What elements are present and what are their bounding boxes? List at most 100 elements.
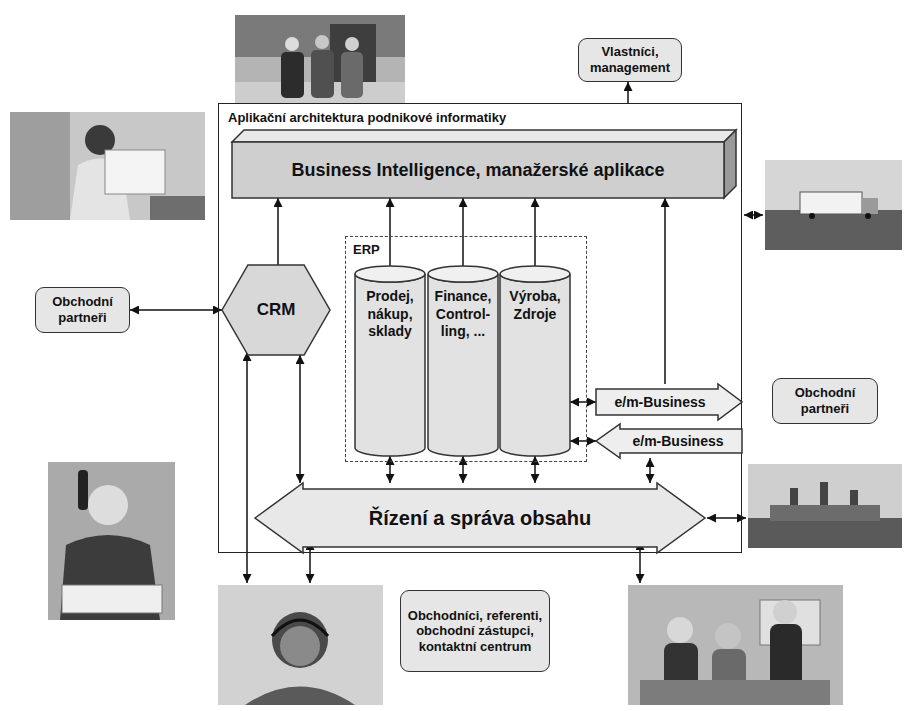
photo-meeting-part (311, 50, 334, 98)
content-band-label: Řízení a správa obsahu (369, 507, 591, 530)
partner-box: Obchodní partneři (35, 287, 130, 333)
crm-hexagon-label: CRM (257, 300, 296, 320)
connector-arrow (627, 82, 629, 103)
partner-box-label: Obchodní partneři (42, 294, 123, 325)
inbound-arrow: e/m-Business (596, 424, 742, 458)
photo-truck-part (765, 210, 902, 250)
module-cylinder: Finance, Control- ling, ... (428, 266, 498, 456)
arrR-face (596, 384, 742, 420)
partner-box-label: Obchodní partneři (779, 385, 871, 416)
cyl-face (500, 266, 570, 282)
photo-office-group (628, 585, 843, 705)
connector-arrow (570, 401, 596, 403)
photo-factory-part (770, 505, 880, 521)
photo-man-phoning-part (48, 462, 175, 620)
band-face (255, 483, 705, 553)
photo-office-group-part (640, 680, 830, 705)
photo-truck-part (862, 198, 878, 214)
layout-arrows-part (707, 517, 746, 519)
layout-arrows (247, 215, 763, 583)
architecture-frame: Aplikační architektura podnikové informa… (218, 103, 742, 553)
cyl-face (355, 274, 425, 456)
module-cylinder-label: Finance, Control- ling, ... (432, 288, 494, 341)
connector-arrow (534, 456, 536, 483)
photo-meeting-part (341, 52, 363, 98)
hex-face (222, 265, 330, 355)
connector-arrow (462, 198, 464, 266)
photo-office-group-part (667, 617, 693, 643)
cyl-face (428, 266, 498, 282)
module-cylinder: Výroba, Zdroje (500, 266, 570, 456)
partner-box: Obchodní partneři (772, 378, 878, 424)
photo-truck-part (765, 160, 902, 250)
connector-arrow (277, 198, 279, 265)
connector-arrow (462, 456, 464, 483)
photo-man-reading-part (10, 112, 205, 220)
photo-factory (748, 464, 902, 548)
connector-arrow (570, 440, 596, 442)
arrL-face (596, 424, 742, 458)
photo-meeting-part (315, 35, 329, 49)
module-cylinder: Prodej, nákup, sklady (355, 266, 425, 456)
bi-face (232, 130, 736, 142)
connector-arrow (534, 198, 536, 266)
connector-arrow (664, 198, 666, 384)
photo-meeting (235, 15, 405, 103)
photo-man-reading (10, 112, 205, 220)
photo-man-reading-part (105, 150, 165, 194)
outbound-arrow: e/m-Business (596, 384, 742, 420)
photo-factory-part (748, 464, 902, 548)
photo-office-group-part (628, 585, 843, 705)
bi-face (724, 130, 736, 198)
photo-truck-part (865, 213, 871, 219)
inbound-arrow-label: e/m-Business (632, 433, 723, 449)
photo-meeting-part (235, 15, 405, 103)
connector-arrow (389, 198, 391, 266)
photo-factory-part (748, 518, 902, 548)
photo-truck-part (800, 192, 862, 214)
photo-meeting-part (345, 37, 359, 51)
sales-box: Obchodníci, referenti, obchodní zástupci… (400, 590, 550, 672)
architecture-frame-label: Aplikační architektura podnikové informa… (228, 110, 506, 125)
photo-office-group-part (773, 600, 797, 624)
photo-man-phoning-part (62, 585, 162, 613)
stakeholder-box-label: Vlastníci, management (585, 44, 675, 75)
photo-operator-headset-part (280, 626, 320, 666)
crm-hexagon: CRM (222, 265, 330, 355)
layout-arrows-part (246, 352, 248, 583)
photo-meeting-part (285, 37, 299, 51)
cyl-face (500, 274, 570, 456)
photo-man-phoning-part (78, 470, 88, 510)
photo-man-reading-part (10, 112, 70, 220)
photo-meeting-part (281, 52, 304, 98)
layout-arrows-part (744, 214, 763, 216)
cyl-face (428, 274, 498, 456)
photo-operator-headset-part (245, 687, 355, 706)
connector-arrow (649, 458, 651, 483)
photo-office-group-part (715, 623, 741, 649)
cyl-face (355, 266, 425, 282)
photo-truck-part (809, 213, 815, 219)
photo-truck (765, 160, 902, 250)
stakeholder-box: Vlastníci, management (578, 38, 682, 82)
connector-arrow (130, 309, 222, 311)
module-cylinder-label: Výroba, Zdroje (504, 288, 566, 323)
photo-man-reading-part (150, 196, 205, 220)
module-cylinder-label: Prodej, nákup, sklady (359, 288, 421, 341)
photo-operator-headset (218, 585, 383, 705)
connector-arrow (389, 456, 391, 483)
photo-man-phoning-part (88, 485, 128, 525)
content-band: Řízení a správa obsahu (255, 483, 705, 553)
photo-operator-headset-part (272, 612, 328, 668)
bi-face (232, 142, 724, 198)
photo-operator-headset-part (272, 620, 328, 636)
connector-arrow (299, 355, 301, 483)
sales-box-label: Obchodníci, referenti, obchodní zástupci… (407, 608, 543, 655)
photo-operator-headset-part (218, 585, 383, 705)
bi-bar-label: Business Intelligence, manažerské aplika… (291, 160, 664, 181)
photo-man-phoning (48, 462, 175, 620)
erp-group-label: ERP (353, 242, 380, 257)
erp-group: ERP Prodej, nákup, skladyFinance, Control… (345, 236, 587, 462)
outbound-arrow-label: e/m-Business (614, 394, 705, 410)
bi-bar: Business Intelligence, manažerské aplika… (232, 130, 736, 198)
